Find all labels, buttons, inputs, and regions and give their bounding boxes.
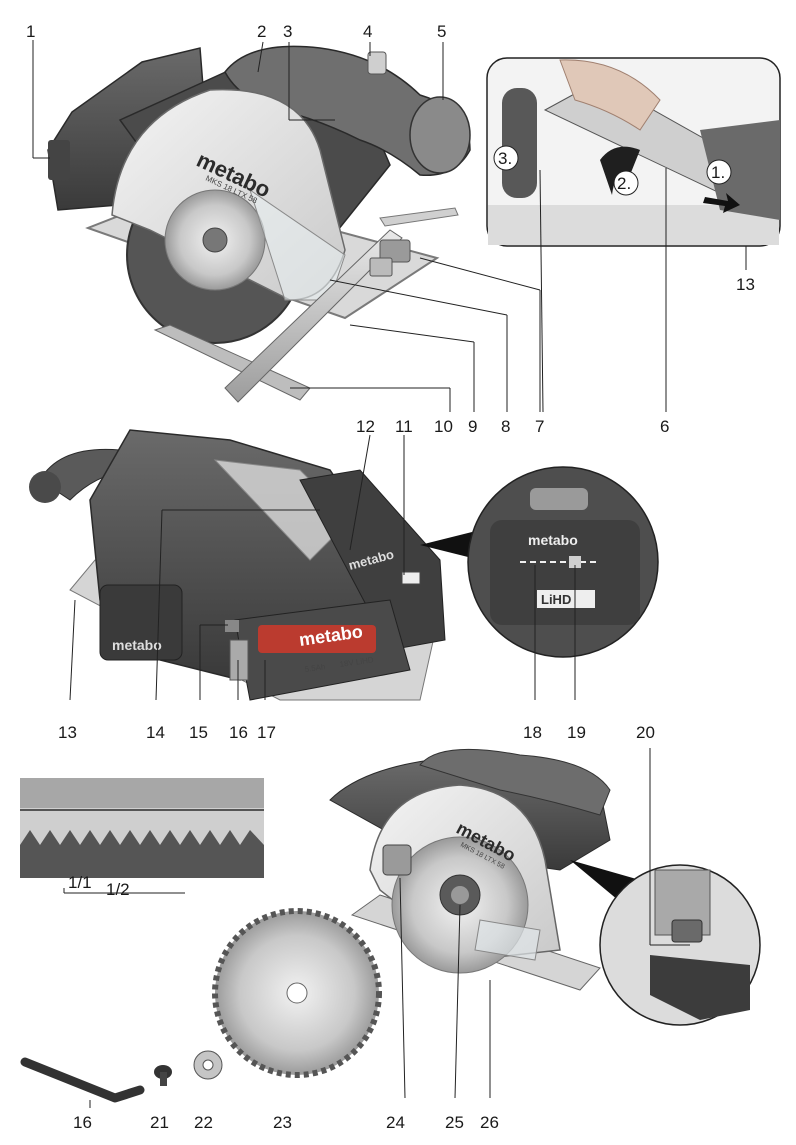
label-6: 6	[660, 417, 669, 436]
label-20: 20	[636, 723, 655, 742]
battery-brand-strip	[258, 625, 376, 653]
charge-check-button	[569, 556, 581, 568]
label-15: 15	[189, 723, 208, 742]
parallel-guide-bar	[379, 207, 459, 227]
label-16-mid: 16	[229, 723, 248, 742]
figure-chip-ejector-detail	[570, 860, 761, 1026]
leader-lines	[32, 40, 747, 1108]
replacement-saw-blade	[212, 908, 382, 1078]
detail-pointer	[420, 530, 480, 560]
pendulum-guard-front	[474, 919, 541, 961]
battery-capacity-text: 5.5Ah	[304, 662, 326, 674]
lihd-badge-small	[401, 571, 421, 585]
label-21: 21	[150, 1113, 169, 1132]
step-1-arrow	[703, 193, 740, 213]
lihd-badge	[537, 590, 595, 608]
guide-screw	[369, 257, 393, 277]
label-5: 5	[437, 22, 446, 41]
label-22: 22	[194, 1113, 213, 1132]
figure-saw-overview: metabo MKS 18 LTX 58	[47, 45, 471, 403]
inset-hand	[559, 59, 661, 131]
auxiliary-grip	[409, 96, 471, 174]
handle-front	[419, 748, 611, 816]
step-2-arrow	[600, 146, 640, 195]
figure-saw-battery-side: metabo 5.5Ah 18V LiHD metabo metabo	[29, 429, 446, 701]
figure-inset-guide-fitting: 3. 2. 1.	[486, 57, 781, 247]
label-26: 26	[480, 1113, 499, 1132]
label-2: 2	[257, 22, 266, 41]
scale-blade-teeth	[20, 830, 264, 878]
label-16-bottom: 16	[73, 1113, 92, 1132]
inset-handle	[502, 88, 537, 198]
figure-saw-front-view: metabo MKS 18 LTX 58	[329, 748, 611, 991]
hex-key	[20, 1057, 145, 1103]
label-18: 18	[523, 723, 542, 742]
figure-cut-line-scale: 1/1 1/2	[20, 778, 264, 899]
step-3-marker	[493, 145, 519, 171]
label-19: 19	[567, 723, 586, 742]
clamping-flange	[193, 1050, 223, 1080]
inset-body-part	[700, 120, 780, 220]
label-11: 11	[395, 417, 413, 436]
blade-flange	[202, 227, 228, 253]
label-4: 4	[363, 22, 372, 41]
handle-knob	[29, 471, 61, 503]
detail-part-upper	[654, 869, 711, 936]
label-17: 17	[257, 723, 276, 742]
lock-off-button	[367, 51, 387, 75]
motor-vent-block	[99, 584, 183, 661]
label-23: 23	[273, 1113, 292, 1132]
parallel-guide-scale	[224, 229, 403, 403]
figure-accessories	[20, 908, 382, 1103]
label-13-top: 13	[736, 275, 755, 294]
blade-lock-lever	[229, 639, 249, 681]
scale-mark-full: 1/1	[68, 873, 92, 892]
battery-front-detail	[490, 520, 640, 625]
label-25: 25	[445, 1113, 464, 1132]
part-number-labels: 1 2 3 4 5 13 10 9 8 7 6 12 11 13 14 15 1…	[26, 22, 755, 1132]
label-9: 9	[468, 417, 477, 436]
battery-release-button	[48, 140, 70, 180]
detail-part-lower	[650, 955, 750, 1020]
label-24: 24	[386, 1113, 405, 1132]
lihd-badge-text: LiHD	[541, 592, 571, 607]
label-8: 8	[501, 417, 510, 436]
detail-brand-logo: metabo	[528, 532, 578, 548]
detail-lever	[671, 919, 703, 943]
step-1-label: 1.	[711, 163, 725, 182]
label-10: 10	[434, 417, 453, 436]
depth-lever-front	[382, 844, 412, 876]
scale-mark-half: 1/2	[106, 880, 130, 899]
step-2-marker	[613, 170, 639, 196]
step-1-marker	[706, 159, 732, 185]
label-13-mid: 13	[58, 723, 77, 742]
figure-battery-indicator-detail: metabo LiHD	[420, 466, 659, 658]
battery-release-detail	[530, 488, 588, 510]
blade-screw-head	[451, 886, 469, 904]
step-2-label: 2.	[617, 174, 631, 193]
label-3: 3	[283, 22, 292, 41]
scale-rail	[20, 778, 264, 808]
step-3-label: 3.	[498, 149, 512, 168]
blade-screw	[154, 1065, 172, 1086]
bevel-lever	[225, 620, 239, 632]
depth-adjust-lever	[379, 239, 411, 263]
label-7: 7	[535, 417, 544, 436]
motor-brand-logo: metabo	[112, 637, 162, 653]
label-1: 1	[26, 22, 35, 41]
label-14: 14	[146, 723, 165, 742]
label-12: 12	[356, 417, 375, 436]
